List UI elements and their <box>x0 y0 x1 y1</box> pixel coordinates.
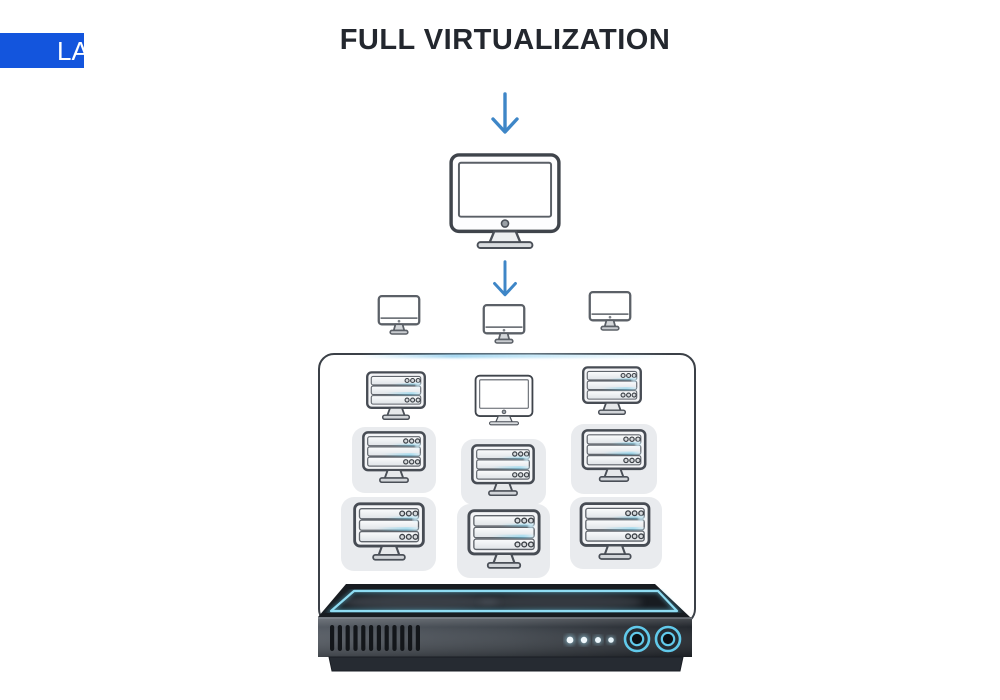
vm-monitor-icon-r1b <box>474 374 534 426</box>
vm-server-icon-r2b <box>470 443 536 498</box>
hypervisor-top-glow <box>360 354 670 358</box>
diagram-title: FULL VIRTUALIZATION <box>339 24 671 56</box>
vm-server-icon-r2c <box>580 428 648 484</box>
vm-server-icon-r3c <box>578 501 652 562</box>
vm-server-icon-r3b <box>466 508 542 571</box>
chassis-base <box>328 656 684 672</box>
vm-server-icon-r3a <box>352 501 426 563</box>
virtual-monitor-center-icon <box>482 303 526 345</box>
flow-arrow-down-1-icon <box>491 92 519 134</box>
vm-server-icon-r1a <box>365 370 427 422</box>
chassis-port-2-icon <box>654 625 682 653</box>
vm-server-icon-r1c <box>581 365 643 417</box>
flow-arrow-down-2-icon <box>493 260 517 297</box>
chassis-port-1-icon <box>623 625 651 653</box>
virtual-monitor-right-icon <box>588 290 632 332</box>
virtual-monitor-left-icon <box>377 294 421 336</box>
chassis-status-leds <box>564 634 616 646</box>
vm-server-icon-r2a <box>361 430 427 485</box>
chassis-vents <box>330 625 420 651</box>
guest-machine-monitor-icon <box>449 153 561 250</box>
corner-badge: LA <box>0 33 84 68</box>
corner-badge-label: LA <box>57 36 84 66</box>
physical-server-icon <box>318 584 692 672</box>
